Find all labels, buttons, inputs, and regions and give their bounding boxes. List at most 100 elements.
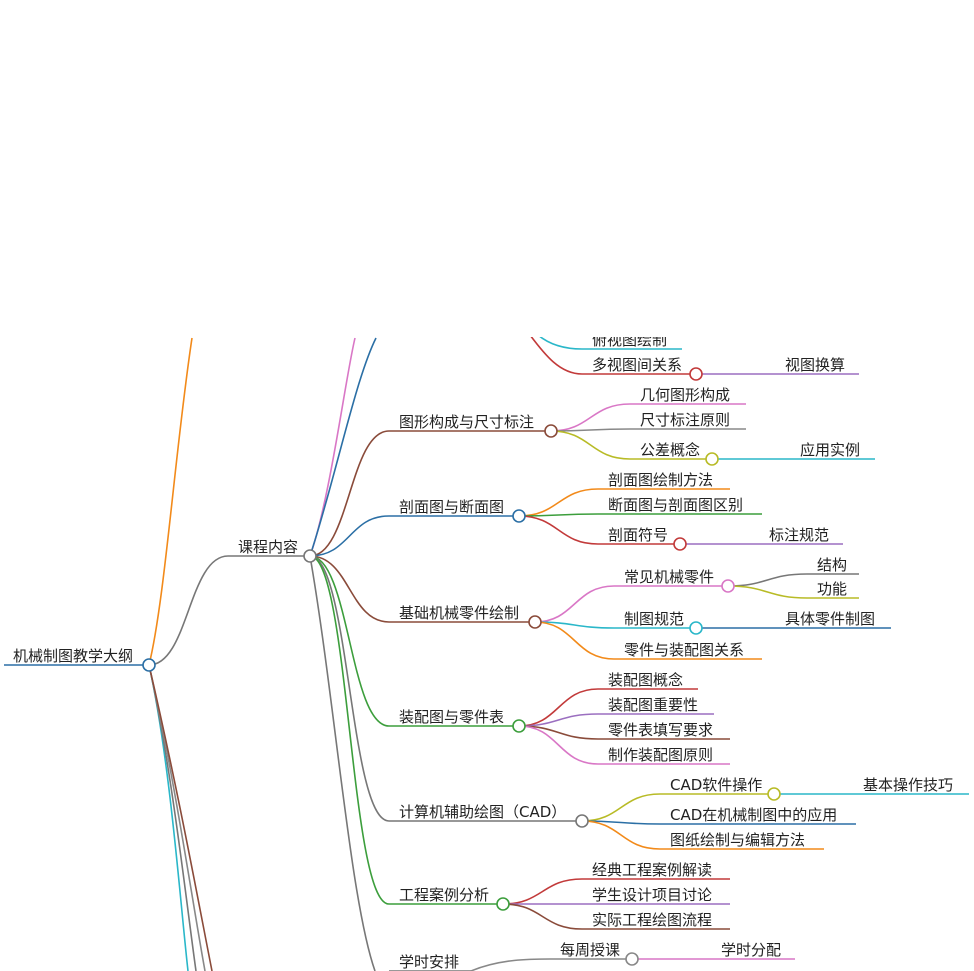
node-case-1[interactable]: 经典工程案例解读 (582, 861, 730, 880)
clipped-top-area (0, 0, 974, 337)
node-views-multi[interactable]: 多视图间关系 (582, 356, 703, 381)
expand-toggle-icon[interactable] (673, 537, 687, 551)
edge-assembly-to-assembly-4 (518, 725, 599, 765)
node-label: 常见机械零件 (624, 568, 714, 586)
node-label: 机械制图教学大纲 (13, 647, 133, 665)
expand-toggle-icon[interactable] (496, 897, 510, 911)
node-section-2[interactable]: 断面图与剖面图区别 (598, 496, 762, 515)
node-case-3[interactable]: 实际工程绘图流程 (582, 911, 730, 930)
node-label: 制作装配图原则 (608, 746, 713, 764)
node-label: CAD在机械制图中的应用 (670, 806, 837, 824)
stub-content-up-blue (309, 337, 377, 557)
edge-case-to-case-1 (502, 878, 583, 905)
node-label: 具体零件制图 (785, 610, 875, 628)
node-assembly-2[interactable]: 装配图重要性 (598, 696, 714, 715)
node-shape-3-1[interactable]: 应用实例 (790, 441, 875, 460)
node-label: 功能 (817, 580, 847, 598)
edge-assembly-to-assembly-1 (518, 688, 599, 727)
expand-toggle-icon[interactable] (303, 549, 317, 563)
node-label: 装配图概念 (608, 671, 683, 689)
node-case[interactable]: 工程案例分析 (389, 886, 510, 911)
node-label: 工程案例分析 (399, 886, 489, 904)
node-parts-3[interactable]: 零件与装配图关系 (614, 641, 762, 660)
edge-shape-to-shape-1 (550, 403, 631, 432)
node-label: 装配图与零件表 (399, 708, 504, 726)
stub-root-down-brown (148, 664, 213, 971)
expand-toggle-icon[interactable] (512, 719, 526, 733)
expand-toggle-icon[interactable] (689, 621, 703, 635)
expand-toggle-icon[interactable] (575, 814, 589, 828)
node-label: 零件与装配图关系 (624, 641, 744, 659)
node-label: 尺寸标注原则 (640, 411, 730, 429)
expand-toggle-icon[interactable] (512, 509, 526, 523)
node-shape-3[interactable]: 公差概念 (630, 441, 719, 466)
node-hours-1-1[interactable]: 学时分配 (711, 941, 795, 960)
node-label: 断面图与剖面图区别 (608, 496, 743, 514)
expand-toggle-icon[interactable] (689, 367, 703, 381)
node-hours-1[interactable]: 每周授课 (550, 941, 639, 966)
node-label: 计算机辅助绘图（CAD） (399, 803, 566, 821)
expand-toggle-icon[interactable] (544, 424, 558, 438)
node-views-multi-1[interactable]: 视图换算 (775, 356, 859, 375)
node-hours[interactable]: 学时安排 (389, 953, 471, 971)
edge-offscreen-to-views-multi (529, 334, 583, 375)
node-parts-2-1[interactable]: 具体零件制图 (775, 610, 891, 629)
edge-parts-1-to-parts-1-1 (727, 573, 808, 587)
node-cad-3[interactable]: 图纸绘制与编辑方法 (660, 831, 824, 850)
node-assembly-3[interactable]: 零件表填写要求 (598, 721, 730, 740)
node-content[interactable]: 课程内容 (228, 538, 317, 563)
node-shape-2[interactable]: 尺寸标注原则 (630, 411, 746, 430)
edge-section-to-section-3 (518, 515, 599, 545)
edge-hours-to-hours-1 (470, 958, 551, 971)
node-label: 基础机械零件绘制 (399, 604, 519, 622)
node-section[interactable]: 剖面图与断面图 (389, 498, 526, 523)
edge-cad-to-cad-1 (581, 793, 661, 822)
node-label: 零件表填写要求 (608, 721, 713, 739)
node-case-2[interactable]: 学生设计项目讨论 (582, 886, 730, 905)
node-parts-1[interactable]: 常见机械零件 (614, 568, 735, 593)
node-cad-2[interactable]: CAD在机械制图中的应用 (660, 806, 856, 825)
node-label: 应用实例 (800, 441, 860, 459)
node-root[interactable]: 机械制图教学大纲 (4, 647, 156, 672)
node-cad[interactable]: 计算机辅助绘图（CAD） (389, 803, 589, 828)
node-label: 剖面图与断面图 (399, 498, 504, 516)
expand-toggle-icon[interactable] (625, 952, 639, 966)
edge-content-to-section (309, 515, 390, 557)
edge-content-to-cad (309, 555, 390, 822)
node-label: 结构 (817, 556, 847, 574)
node-label: 装配图重要性 (608, 696, 698, 714)
node-shape-1[interactable]: 几何图形构成 (630, 386, 746, 405)
expand-toggle-icon[interactable] (767, 787, 781, 801)
node-parts[interactable]: 基础机械零件绘制 (389, 604, 542, 629)
expand-toggle-icon[interactable] (528, 615, 542, 629)
node-assembly-4[interactable]: 制作装配图原则 (598, 746, 730, 765)
node-label: 学生设计项目讨论 (592, 886, 712, 904)
edge-shape-to-shape-3 (550, 430, 631, 460)
node-parts-1-2[interactable]: 功能 (807, 580, 859, 599)
node-assembly-1[interactable]: 装配图概念 (598, 671, 698, 690)
node-section-1[interactable]: 剖面图绘制方法 (598, 471, 730, 490)
node-parts-1-1[interactable]: 结构 (807, 556, 859, 575)
node-label: 基本操作技巧 (863, 776, 953, 794)
edge-parts-to-parts-1 (534, 585, 615, 623)
node-section-3-1[interactable]: 标注规范 (759, 526, 843, 545)
node-label: 制图规范 (624, 610, 684, 628)
expand-toggle-icon[interactable] (705, 452, 719, 466)
edge-content-to-parts (309, 555, 390, 623)
node-parts-2[interactable]: 制图规范 (614, 610, 703, 635)
expand-toggle-icon[interactable] (142, 658, 156, 672)
node-label: 学时安排 (399, 953, 459, 971)
node-section-3[interactable]: 剖面符号 (598, 526, 687, 551)
node-cad-1-1[interactable]: 基本操作技巧 (853, 776, 969, 795)
node-cad-1[interactable]: CAD软件操作 (660, 776, 781, 801)
expand-toggle-icon[interactable] (721, 579, 735, 593)
edge-content-to-case (309, 555, 390, 905)
node-assembly[interactable]: 装配图与零件表 (389, 708, 526, 733)
node-label: 视图换算 (785, 356, 845, 374)
node-label: CAD软件操作 (670, 776, 762, 794)
node-shape[interactable]: 图形构成与尺寸标注 (389, 413, 558, 438)
node-label: 标注规范 (769, 526, 829, 544)
edge-parts-1-to-parts-1-2 (727, 585, 808, 599)
